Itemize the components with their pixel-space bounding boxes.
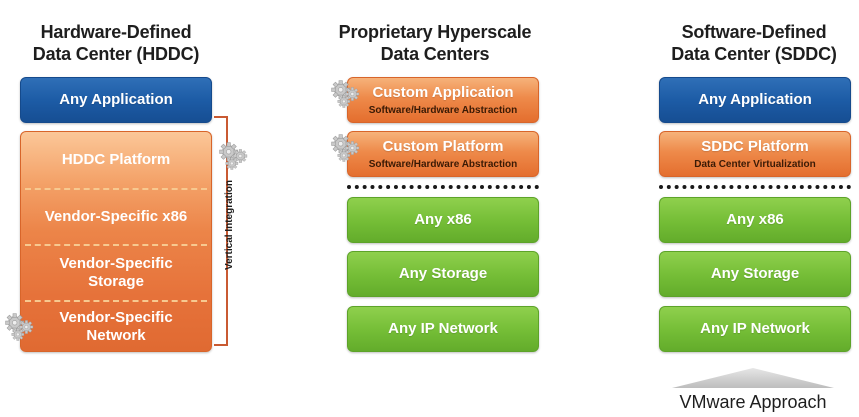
hyperscale-network-label: Any IP Network	[388, 320, 498, 337]
gears-icon	[3, 311, 37, 343]
hddc-platform-label: HDDC Platform	[61, 151, 171, 168]
gears-icon	[329, 132, 363, 164]
hddc-vertical-stack: HDDC Platform Vendor-Specific x86 Vendor…	[20, 131, 212, 352]
hyperscale-title: Proprietary Hyperscale Data Centers	[315, 21, 555, 65]
hddc-app-box: Any Application	[20, 77, 212, 123]
sddc-network-label: Any IP Network	[700, 320, 810, 337]
hyperscale-x86-box: Any x86	[347, 197, 539, 243]
hddc-divider	[25, 300, 207, 302]
gears-icon	[217, 140, 251, 172]
hyperscale-title-line2: Data Centers	[380, 44, 490, 64]
hddc-x86-layer: Vendor-Specific x86	[21, 190, 211, 244]
hddc-title: Hardware-Defined Data Center (HDDC)	[0, 21, 232, 65]
hddc-title-line2: Data Center (HDDC)	[32, 44, 200, 64]
hddc-x86-label: Vendor-Specific x86	[44, 208, 188, 225]
hddc-divider	[25, 244, 207, 246]
hddc-storage-label-1: Vendor-Specific	[59, 255, 173, 272]
sddc-title: Software-Defined Data Center (SDDC)	[636, 21, 859, 65]
gears-icon	[329, 78, 363, 110]
sddc-storage-box: Any Storage	[659, 251, 851, 297]
hyperscale-platform-sublabel: Software/Hardware Abstraction	[368, 158, 518, 170]
hddc-network-label-2: Network	[86, 327, 146, 344]
sddc-storage-label: Any Storage	[710, 265, 800, 282]
sddc-platform-box: SDDC Platform Data Center Virtualization	[659, 131, 851, 177]
hyperscale-platform-label: Custom Platform	[382, 137, 504, 155]
sddc-platform-sublabel: Data Center Virtualization	[694, 158, 816, 170]
virtualization-divider	[659, 185, 851, 189]
sddc-x86-box: Any x86	[659, 197, 851, 243]
sddc-x86-label: Any x86	[726, 211, 784, 228]
sddc-platform-label: SDDC Platform	[701, 137, 809, 155]
hddc-network-label-1: Vendor-Specific	[59, 309, 173, 326]
sddc-app-label: Any Application	[698, 91, 812, 108]
vmware-approach-label: VMware Approach	[679, 392, 827, 412]
hddc-app-label: Any Application	[59, 91, 173, 108]
hyperscale-storage-label: Any Storage	[398, 265, 488, 282]
hyperscale-app-sublabel: Software/Hardware Abstraction	[368, 104, 518, 116]
hddc-platform-layer: HDDC Platform	[21, 132, 211, 188]
hyperscale-network-box: Any IP Network	[347, 306, 539, 352]
sddc-app-box: Any Application	[659, 77, 851, 123]
hddc-title-line1: Hardware-Defined	[40, 22, 192, 42]
hyperscale-x86-label: Any x86	[414, 211, 472, 228]
vertical-integration-label: Vertical Integration	[224, 179, 235, 271]
hyperscale-title-line1: Proprietary Hyperscale	[338, 22, 532, 42]
vertical-integration-bracket	[214, 116, 228, 346]
hddc-network-layer: Vendor-Specific Network	[21, 302, 211, 352]
sddc-title-line1: Software-Defined	[681, 22, 827, 42]
hddc-storage-layer: Vendor-Specific Storage	[21, 246, 211, 300]
hyperscale-app-box: Custom Application Software/Hardware Abs…	[347, 77, 539, 123]
sddc-network-box: Any IP Network	[659, 306, 851, 352]
abstraction-divider	[347, 185, 539, 189]
approach-arrow-icon	[672, 368, 834, 388]
hyperscale-app-label: Custom Application	[372, 83, 514, 101]
hyperscale-storage-box: Any Storage	[347, 251, 539, 297]
hddc-storage-label-2: Storage	[88, 273, 144, 290]
hddc-divider	[25, 188, 207, 190]
hyperscale-platform-box: Custom Platform Software/Hardware Abstra…	[347, 131, 539, 177]
sddc-title-line2: Data Center (SDDC)	[671, 44, 837, 64]
